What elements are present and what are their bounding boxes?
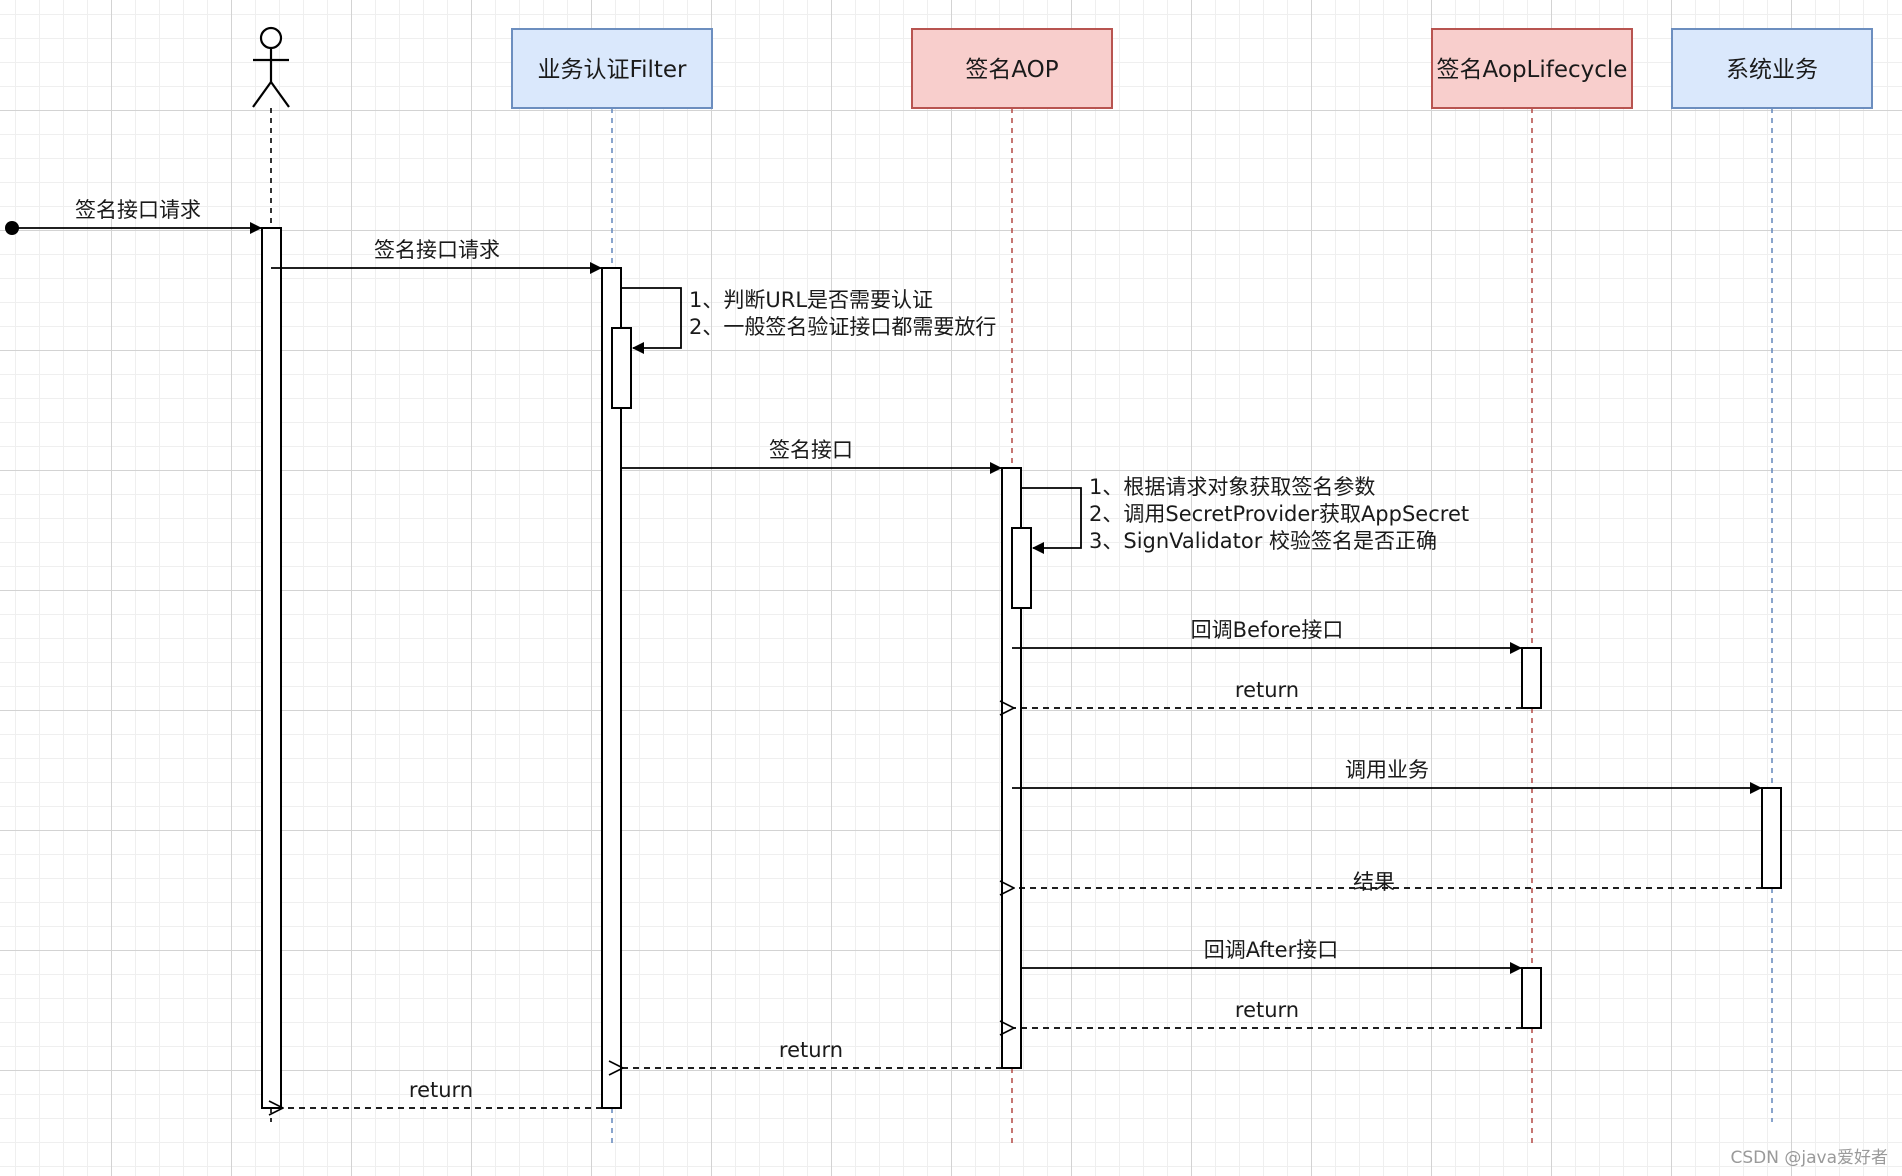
message-label: 签名接口请求 [75, 198, 201, 222]
participant-filter-label: 业务认证Filter [538, 57, 688, 83]
message-label: 签名接口 [769, 438, 853, 462]
participant-filter[interactable]: 业务认证Filter [511, 28, 713, 109]
activation-actor [261, 227, 282, 1109]
message-label: 回调After接口 [1204, 938, 1338, 962]
message-label: 回调Before接口 [1191, 618, 1344, 642]
message-label: 签名接口请求 [374, 238, 500, 262]
participant-aop[interactable]: 签名AOP [911, 28, 1113, 109]
participant-business[interactable]: 系统业务 [1671, 28, 1873, 109]
note-line: 1、判断URL是否需要认证 [689, 288, 933, 312]
message-label: return [1235, 678, 1299, 702]
message-request-to-filter[interactable]: 签名接口请求 [271, 238, 602, 274]
activation-business [1761, 787, 1782, 889]
message-label: return [1235, 998, 1299, 1022]
activation-lifecycle-before [1521, 647, 1542, 709]
self-call-filter[interactable]: 1、判断URL是否需要认证 2、一般签名验证接口都需要放行 [621, 287, 996, 354]
message-sign-interface[interactable]: 签名接口 [621, 438, 1002, 474]
participant-filter-box [511, 28, 713, 109]
participant-business-label: 系统业务 [1726, 57, 1818, 83]
note-line: 2、调用SecretProvider获取AppSecret [1089, 502, 1469, 526]
self-call-aop[interactable]: 1、根据请求对象获取签名参数 2、调用SecretProvider获取AppSe… [1021, 475, 1469, 554]
activation-filter [601, 267, 622, 1109]
message-label: return [409, 1078, 473, 1102]
note-line: 2、一般签名验证接口都需要放行 [689, 315, 996, 339]
message-after-callback[interactable]: 回调After接口 [1021, 938, 1522, 974]
message-label: 结果 [1353, 870, 1395, 894]
note-line: 3、SignValidator 校验签名是否正确 [1089, 529, 1437, 553]
message-return-before[interactable]: return [1014, 678, 1522, 708]
message-label: 调用业务 [1345, 758, 1429, 782]
activation-aop [1001, 467, 1022, 1069]
actor-icon [252, 26, 290, 108]
watermark-text: CSDN @java爱好者 [1730, 1148, 1889, 1168]
activation-filter-nested [611, 327, 632, 409]
note-line: 1、根据请求对象获取签名参数 [1089, 475, 1375, 499]
message-return-to-filter[interactable]: return [623, 1038, 1002, 1068]
message-invoke-business[interactable]: 调用业务 [1012, 758, 1762, 794]
participant-aop-label: 签名AOP [965, 57, 1058, 83]
activation-aop-nested [1011, 527, 1032, 609]
participant-lifecycle-label: 签名AopLifecycle [1437, 57, 1628, 83]
message-label: return [779, 1038, 843, 1062]
participant-business-box [1671, 28, 1873, 109]
participant-aop-box [911, 28, 1113, 109]
message-request-initial[interactable]: 签名接口请求 [5, 198, 262, 235]
message-result[interactable]: 结果 [1014, 870, 1762, 894]
participant-lifecycle[interactable]: 签名AopLifecycle [1431, 28, 1633, 109]
message-return-to-actor[interactable]: return [283, 1078, 602, 1108]
message-before-callback[interactable]: 回调Before接口 [1012, 618, 1522, 654]
participant-lifecycle-box [1431, 28, 1633, 109]
message-return-after[interactable]: return [1014, 998, 1522, 1028]
activation-lifecycle-after [1521, 967, 1542, 1029]
